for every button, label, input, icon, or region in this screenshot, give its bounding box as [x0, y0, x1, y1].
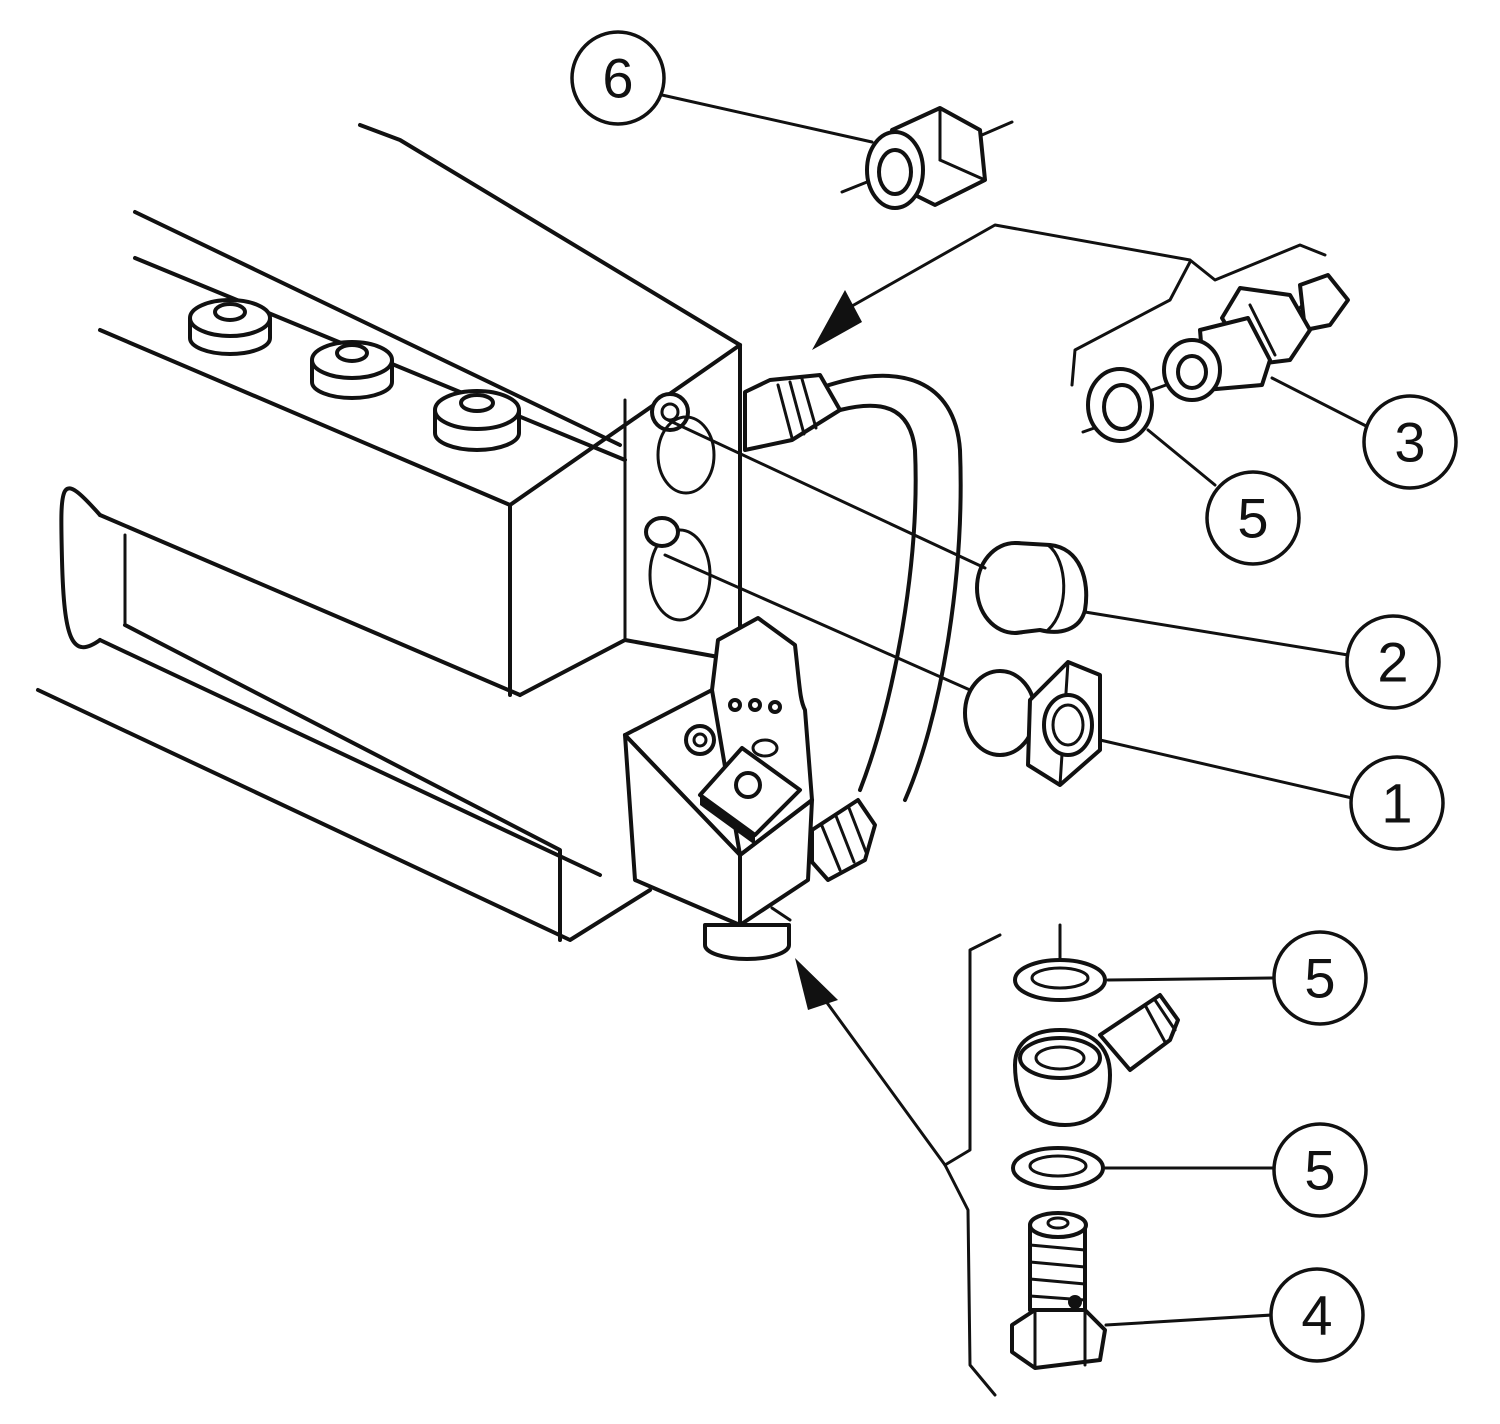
valve-block-assembly — [36, 123, 963, 961]
install-arrow-upper — [812, 223, 1327, 387]
install-arrow-lower — [795, 933, 1002, 1397]
part-5-washer-upper — [1081, 367, 1154, 443]
callout-3: 3 — [1362, 394, 1458, 490]
callout-5-upper: 5 — [1205, 470, 1301, 566]
callout-6: 6 — [570, 30, 666, 126]
callout-5-upper-label: 5 — [1237, 487, 1268, 550]
callout-6-label: 6 — [602, 47, 633, 110]
cap-screw-1 — [188, 298, 272, 356]
cap-screw-3 — [433, 389, 521, 452]
part-6-fitting — [840, 106, 1014, 210]
main-block — [98, 123, 742, 697]
leader-lines — [660, 93, 1372, 1327]
cap-screw-2 — [310, 340, 394, 400]
callout-3-label: 3 — [1394, 411, 1425, 474]
banjo-body — [1013, 993, 1180, 1127]
banjo-fitting-stack — [1010, 923, 1180, 1370]
callout-1-label: 1 — [1381, 772, 1412, 835]
part-3-valve — [1128, 273, 1350, 402]
part-5-washer-top — [1013, 958, 1107, 1002]
callout-4-label: 4 — [1301, 1284, 1332, 1347]
callout-2-label: 2 — [1377, 631, 1408, 694]
callout-2: 2 — [1345, 614, 1441, 710]
part-2-plug — [975, 541, 1089, 635]
callout-4: 4 — [1269, 1267, 1365, 1363]
callout-5-middle-label: 5 — [1304, 947, 1335, 1010]
callout-5-middle: 5 — [1272, 930, 1368, 1026]
part-1-cap-nut — [963, 660, 1102, 787]
part-4-banjo-bolt — [1010, 1211, 1107, 1370]
callout-1: 1 — [1349, 755, 1445, 851]
callout-5-lower-label: 5 — [1304, 1139, 1335, 1202]
callout-5-lower: 5 — [1272, 1122, 1368, 1218]
manifold-block — [623, 616, 814, 961]
base-rail — [36, 486, 737, 942]
part-5-washer-bottom — [1011, 1146, 1105, 1190]
tube-assembly — [743, 373, 963, 882]
port-openings — [644, 392, 716, 622]
